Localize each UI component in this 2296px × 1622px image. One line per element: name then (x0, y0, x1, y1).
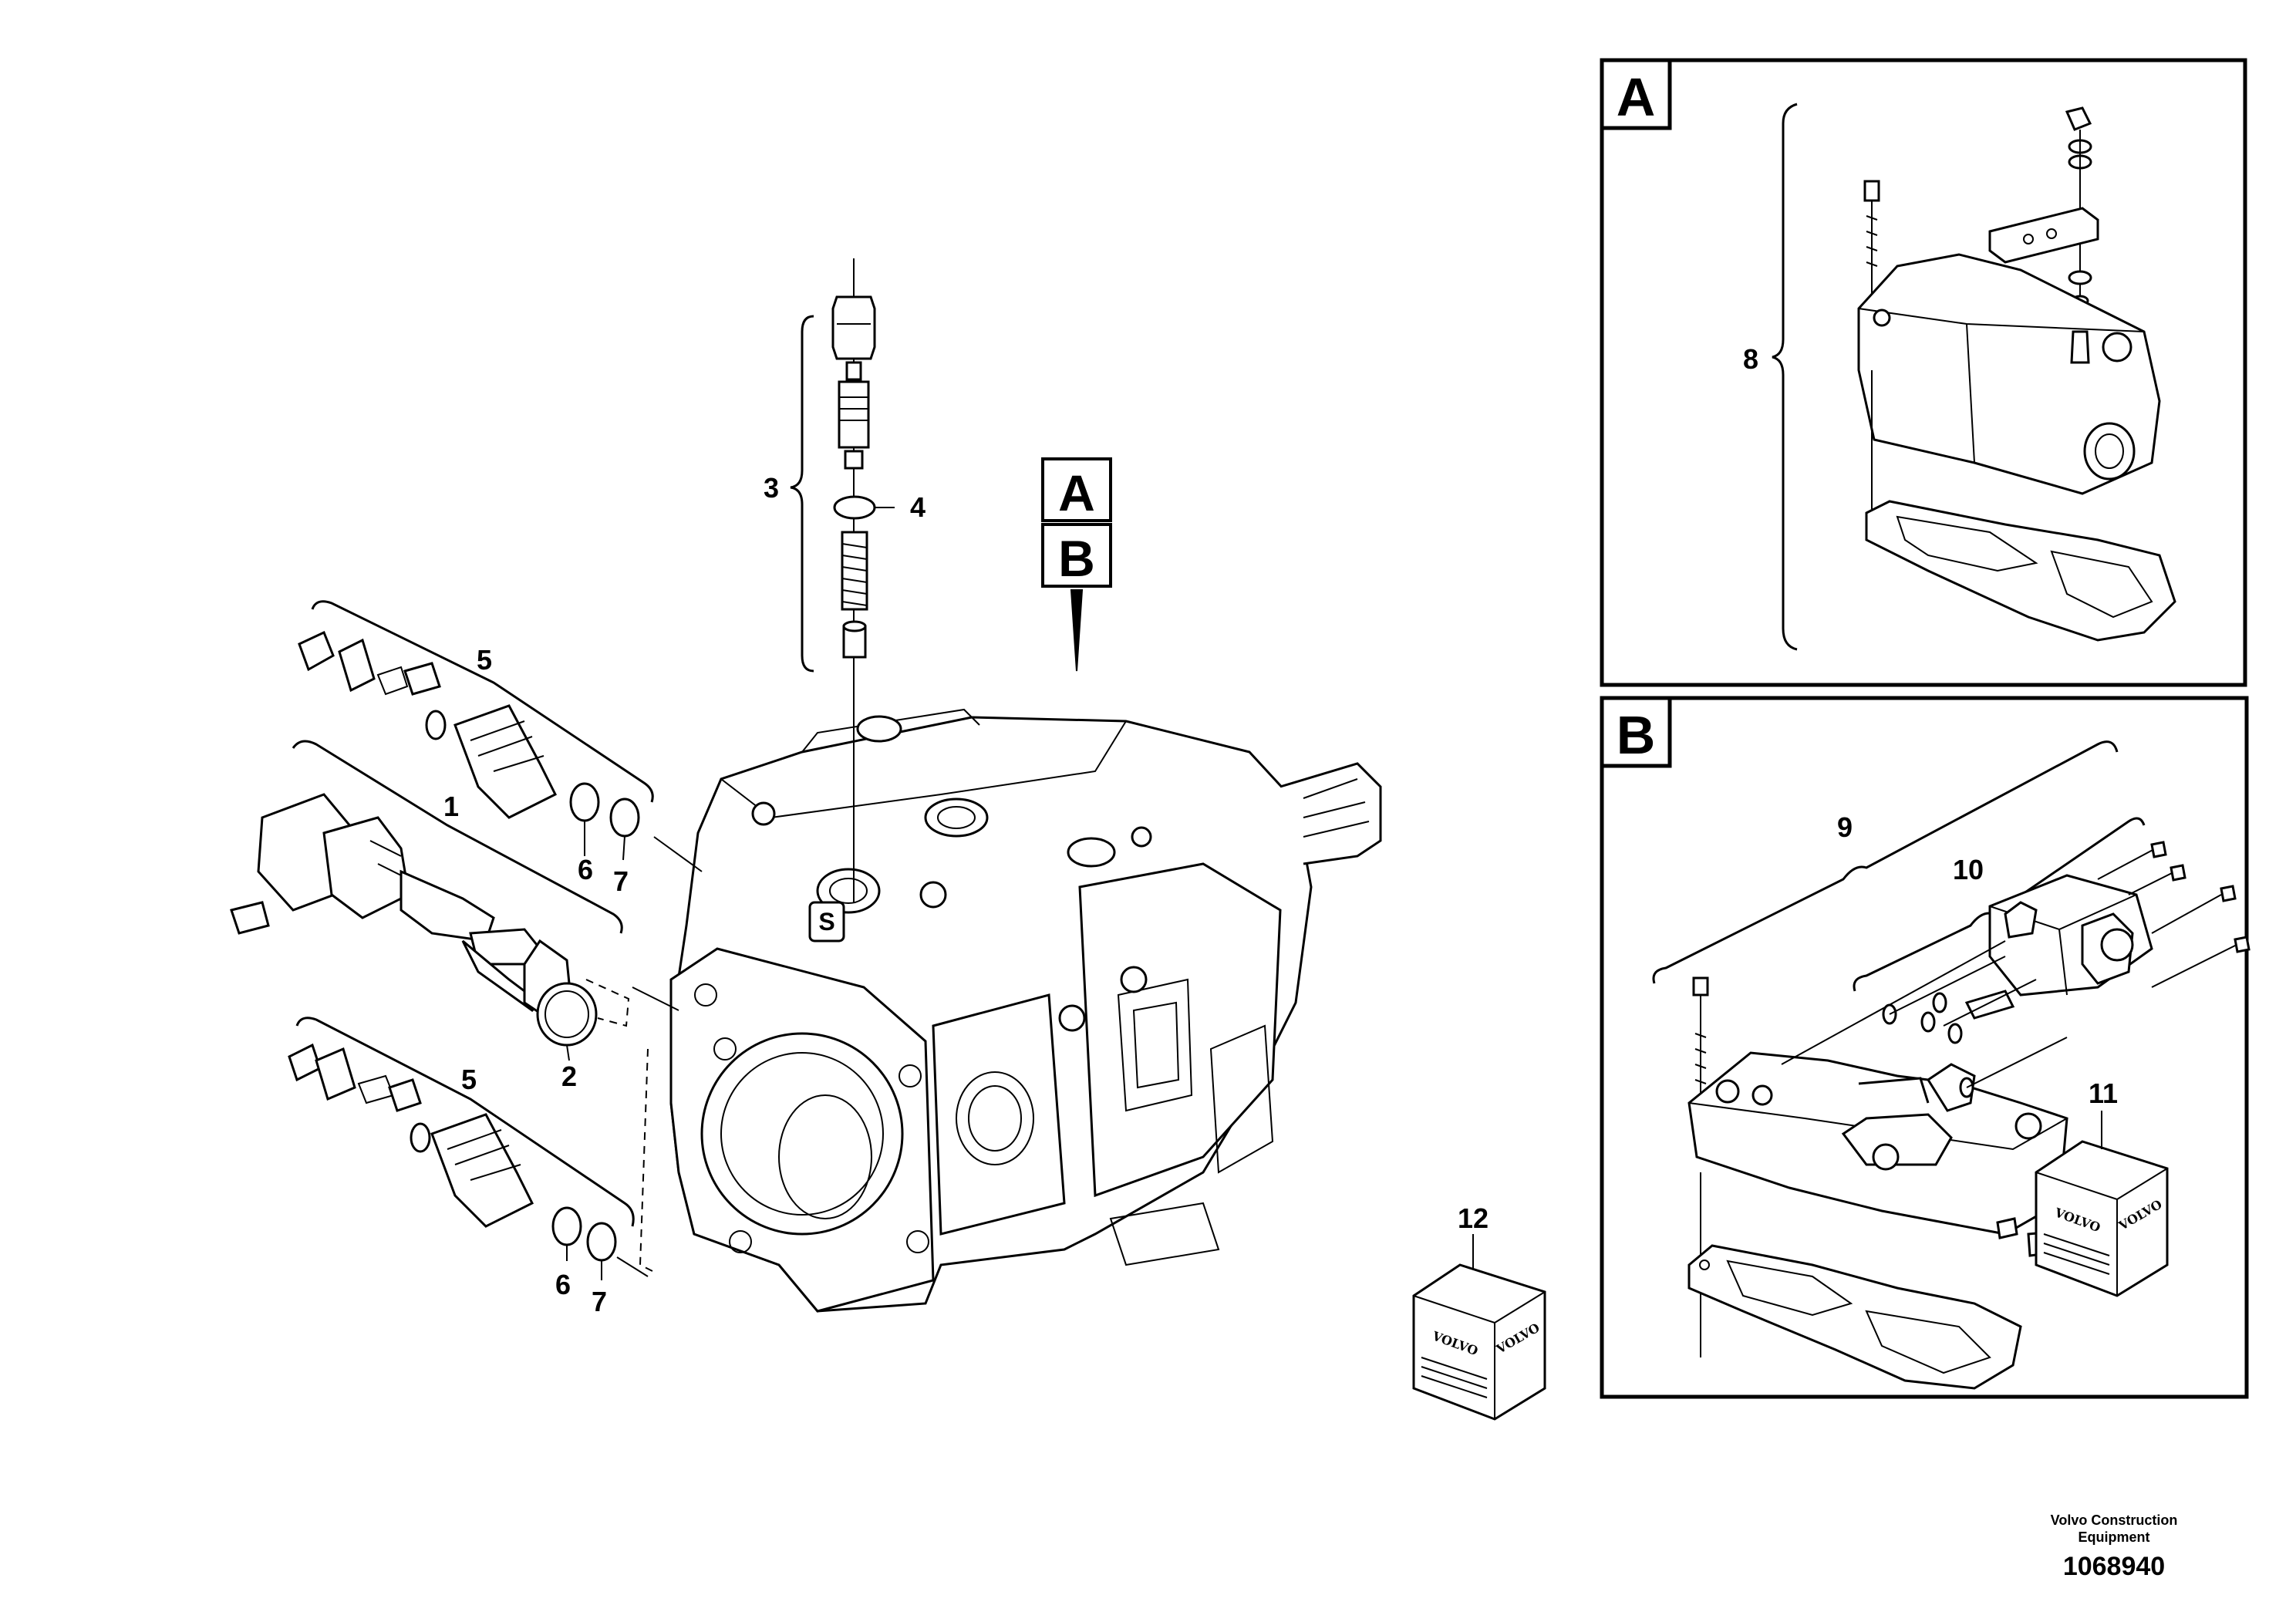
company-name-line1: Volvo Construction (2050, 1512, 2178, 1528)
package-12: VOLVO VOLVO (1412, 1234, 1546, 1421)
callout-6-lower: 6 (555, 1269, 571, 1300)
callout-5-upper: 5 (477, 644, 492, 676)
relief-valve-5-upper (298, 600, 703, 872)
callout-5-lower: 5 (461, 1064, 477, 1095)
callout-6-upper: 6 (578, 854, 593, 885)
callout-1: 1 (443, 791, 459, 822)
pump-housing: S (669, 708, 1382, 1313)
detail-panel-b: B (1600, 696, 2250, 1399)
callout-12: 12 (1458, 1202, 1489, 1234)
panel-a-title: A (1617, 67, 1656, 127)
callout-3: 3 (764, 472, 779, 504)
callout-labels: 3 4 5 1 6 7 2 5 6 7 8 9 10 11 12 (443, 343, 2118, 1317)
callout-2: 2 (561, 1061, 577, 1092)
callout-4: 4 (910, 491, 925, 523)
detail-panel-a: A (1600, 58, 2247, 687)
callout-7-upper: 7 (613, 865, 629, 897)
panel-b-title: B (1617, 705, 1656, 765)
leader-lines (566, 821, 625, 1280)
callout-7-lower: 7 (592, 1286, 607, 1317)
view-label-a: A (1058, 464, 1095, 521)
relief-valve-5-lower (288, 1017, 649, 1277)
company-name-line2: Equipment (2078, 1529, 2150, 1545)
svg-text:S: S (818, 908, 834, 936)
callout-8: 8 (1743, 343, 1758, 375)
valve-assembly-3 (790, 258, 895, 902)
document-footer: Volvo Construction Equipment 1068940 (1998, 1512, 2230, 1582)
view-label-b: B (1058, 530, 1095, 587)
solenoid-valve-1 (230, 740, 679, 1273)
view-label-ab: A B (1041, 457, 1112, 672)
callout-11: 11 (2089, 1077, 2118, 1109)
document-number: 1068940 (2062, 1552, 2166, 1581)
callout-9: 9 (1837, 811, 1853, 843)
callout-10: 10 (1953, 854, 1984, 885)
package-11: VOLVO VOLVO (2035, 1111, 2169, 1297)
